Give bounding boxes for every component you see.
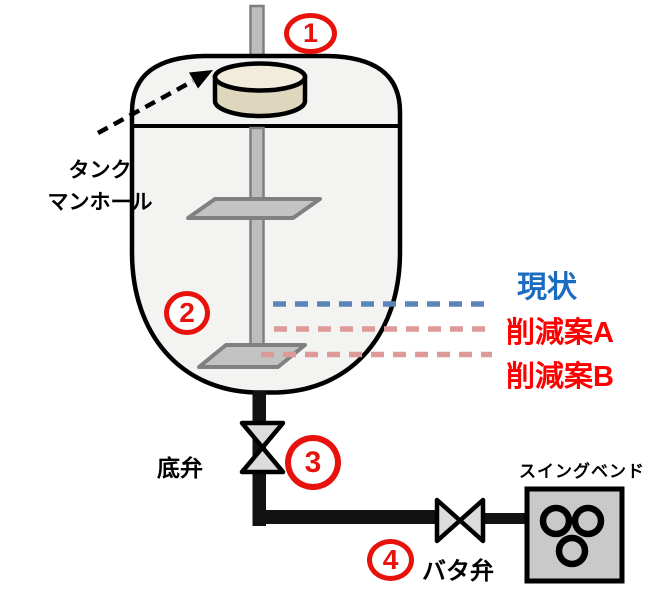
reduction-plan-b-label: 削減案B <box>506 360 614 393</box>
impeller-lower <box>197 343 307 369</box>
swing-bend-label: スイングベンド <box>519 462 645 481</box>
manhole-arrow-head <box>189 70 213 89</box>
swing-bend-hole-bottom <box>555 534 589 568</box>
butterfly-valve-symbol-left <box>434 497 463 544</box>
current-state-label: 現状 <box>517 271 577 304</box>
step-badge-1: 1 <box>284 13 337 54</box>
reduction-plan-a-label: 削減案A <box>506 317 614 350</box>
tank-manhole-label: タンク マンホール <box>30 155 170 218</box>
butterfly-valve-label: バタ弁 <box>422 558 494 585</box>
bottom-valve-symbol-bottom <box>239 445 286 475</box>
step-badge-4: 4 <box>367 539 414 581</box>
step-badge-2: 2 <box>164 291 210 335</box>
impeller-upper <box>186 197 322 220</box>
manhole-arrow-line <box>96 79 195 135</box>
pipe-to-swing-bend <box>478 513 530 524</box>
tank-manhole-label-line2: マンホール <box>47 190 153 214</box>
tank-manhole-label-line1: タンク <box>68 159 132 182</box>
butterfly-valve-symbol-right <box>457 497 486 544</box>
swing-bend-hole-left <box>539 504 573 538</box>
step-badge-3: 3 <box>285 435 341 490</box>
reduction-plans-box: 削減案A 削減案B <box>494 305 638 406</box>
manhole-lid-top <box>212 61 308 93</box>
drain-pipe-horizontal <box>252 510 439 524</box>
bottom-valve-label: 底弁 <box>157 455 203 481</box>
agitator-shaft-inner <box>249 126 265 360</box>
bottom-valve-symbol-top <box>239 420 286 450</box>
swing-bend-hole-right <box>571 504 605 538</box>
